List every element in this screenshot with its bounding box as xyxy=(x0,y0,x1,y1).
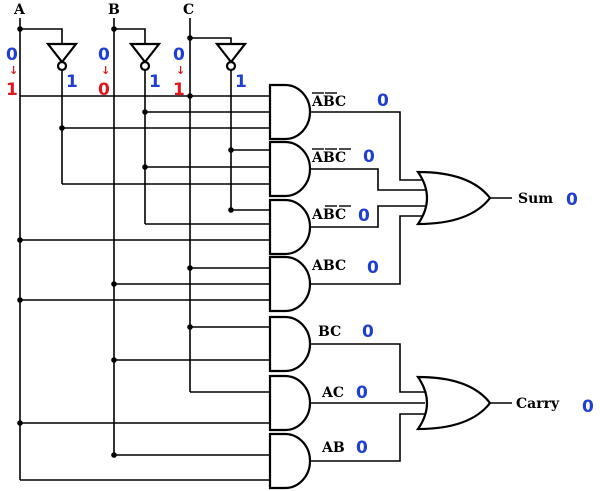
input-b-after: 0 xyxy=(98,80,110,100)
and-gates xyxy=(268,83,312,490)
input-c-after: 1 xyxy=(173,80,185,100)
and-gate-icon xyxy=(268,83,312,141)
term-2-value: 0 xyxy=(363,147,375,167)
or-gates xyxy=(415,170,492,431)
and-gate-icon xyxy=(268,255,312,313)
inverter-c-output: 1 xyxy=(235,72,247,92)
and-input-wires xyxy=(20,95,270,481)
term-abc: ABC xyxy=(311,258,346,274)
term-7-value: 0 xyxy=(356,438,368,458)
term-abc-not-a-not-b: ABC xyxy=(311,94,346,110)
term-abc-not-all: ABC xyxy=(311,150,346,166)
down-arrow-icon: ↓ xyxy=(176,64,185,77)
input-a-change: 0 ↓ 1 xyxy=(6,45,18,100)
and-output-wires xyxy=(310,111,512,462)
not-gate-icon xyxy=(214,42,248,64)
input-a-before: 0 xyxy=(6,45,18,65)
term-3-value: 0 xyxy=(358,206,370,226)
term-label-7: AB 0 xyxy=(321,438,368,458)
not-gate-icon xyxy=(128,42,162,64)
and-gate-icon xyxy=(268,432,312,490)
term-label-5: BC 0 xyxy=(318,322,374,342)
sum-value: 0 xyxy=(566,190,578,210)
term-label-3: ABC 0 xyxy=(311,205,370,226)
carry-label: Carry xyxy=(516,396,560,412)
term-ab: AB xyxy=(321,440,345,456)
and-gate-icon xyxy=(268,315,312,373)
term-ac: AC xyxy=(321,385,344,401)
and-gate-icon xyxy=(268,198,312,256)
inverter-a: 1 xyxy=(20,28,79,184)
term-1-value: 0 xyxy=(377,91,389,111)
input-b-label: B xyxy=(108,2,120,18)
inverter-b: 1 xyxy=(114,28,162,224)
not-gate-icon xyxy=(45,42,79,64)
junction-dots xyxy=(17,26,234,458)
term-abc-not-b-not-c: ABC xyxy=(311,207,346,223)
term-label-2: ABC 0 xyxy=(311,147,375,167)
term-4-value: 0 xyxy=(367,258,379,278)
input-b-change: 0 ↓ 0 xyxy=(98,45,110,100)
inverter-b-output: 1 xyxy=(149,72,161,92)
term-5-value: 0 xyxy=(362,322,374,342)
inverter-c: 1 xyxy=(190,37,248,210)
input-c-before: 0 xyxy=(173,45,185,65)
input-a-label: A xyxy=(13,2,26,18)
input-c-change: 0 ↓ 1 xyxy=(173,45,185,100)
input-b-before: 0 xyxy=(98,45,110,65)
or-gate-carry-icon xyxy=(415,375,492,431)
and-gate-icon xyxy=(268,374,312,432)
and-gate-icon xyxy=(268,140,312,198)
term-6-value: 0 xyxy=(356,383,368,403)
down-arrow-icon: ↓ xyxy=(101,64,110,77)
term-label-6: AC 0 xyxy=(321,383,368,403)
term-bc: BC xyxy=(318,324,341,340)
input-c-label: C xyxy=(183,2,194,18)
or-gate-sum-icon xyxy=(415,170,492,226)
term-label-1: ABC 0 xyxy=(311,91,389,111)
sum-label: Sum xyxy=(518,191,553,207)
inverter-a-output: 1 xyxy=(66,72,78,92)
down-arrow-icon: ↓ xyxy=(9,64,18,77)
term-label-4: ABC 0 xyxy=(311,258,379,278)
input-a-after: 1 xyxy=(6,80,18,100)
carry-value: 0 xyxy=(582,397,594,417)
